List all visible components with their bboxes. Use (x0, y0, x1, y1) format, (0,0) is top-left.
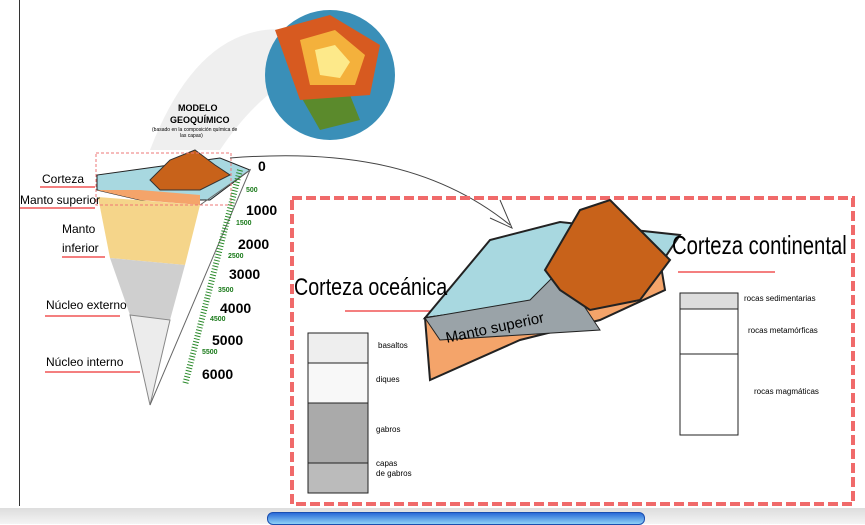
layer-inferior: inferior (62, 241, 99, 255)
horizontal-scrollbar[interactable] (0, 508, 865, 525)
depth-2500: 2500 (228, 253, 244, 260)
earth-layers-diagram (20, 10, 855, 506)
depth-3500: 3500 (218, 287, 234, 294)
label-de-gabros: de gabros (376, 469, 412, 478)
depth-6000: 6000 (202, 366, 234, 382)
depth-1000: 1000 (246, 202, 278, 218)
label-diques: diques (376, 375, 400, 384)
depth-3000: 3000 (229, 266, 261, 282)
diagram-canvas: MODELO GEOQUÍMICO (basado en la composic… (19, 0, 855, 506)
label-gabros: gabros (376, 425, 401, 434)
model-subtitle-1: (basado en la composición química de (152, 127, 238, 133)
depth-5000: 5000 (212, 332, 244, 348)
model-title-2: GEOQUÍMICO (170, 115, 230, 125)
layer-nucleo-externo: Núcleo externo (46, 298, 127, 312)
oceanic-crust-title: Corteza oceánica (294, 274, 448, 301)
depth-0: 0 (258, 158, 266, 174)
depth-1500: 1500 (236, 220, 252, 227)
label-basaltos: basaltos (378, 341, 408, 350)
layer-nucleo-interno: Núcleo interno (46, 355, 124, 369)
page-edge-line (19, 0, 20, 506)
label-rocas-magmaticas: rocas magmáticas (754, 387, 819, 396)
layer-corteza: Corteza (42, 172, 85, 186)
continental-crust-title: Corteza continental (672, 230, 847, 260)
depth-500: 500 (246, 187, 258, 194)
layer-manto-superior: Manto superior (20, 193, 101, 207)
depth-4500: 4500 (210, 316, 226, 323)
scrollbar-thumb[interactable] (267, 512, 645, 525)
depth-2000: 2000 (238, 236, 270, 252)
detail-frame (290, 196, 855, 506)
layer-manto: Manto (62, 222, 96, 236)
model-title-1: MODELO (178, 103, 218, 113)
model-subtitle-2: las capas) (180, 133, 203, 139)
depth-5500: 5500 (202, 349, 218, 356)
label-rocas-metamorficas: rocas metamórficas (748, 326, 818, 335)
label-capas: capas (376, 459, 398, 468)
label-rocas-sedimentarias: rocas sedimentarias (744, 294, 816, 303)
depth-4000: 4000 (220, 300, 252, 316)
